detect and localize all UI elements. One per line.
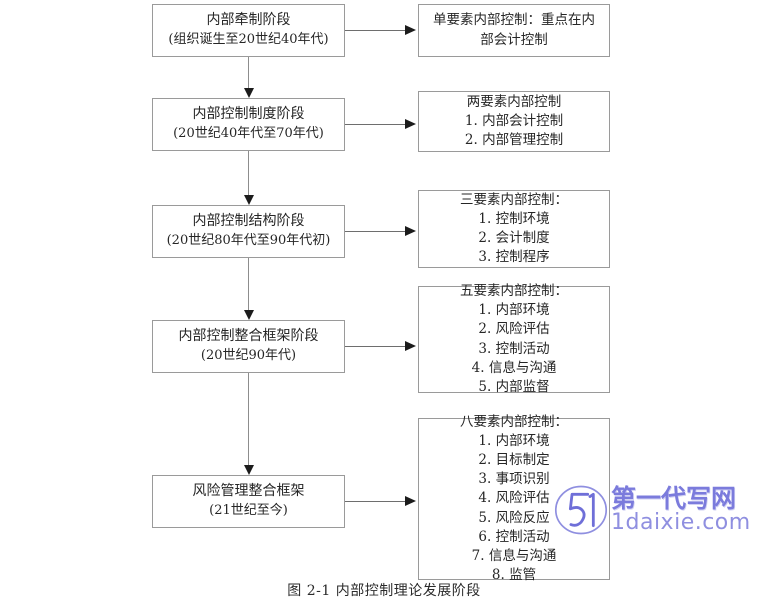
detail-3-line-3: 3. 控制程序 [478, 249, 550, 266]
detail-1-line-2: 部会计控制 [480, 31, 548, 48]
connector-stage1-stage2 [248, 57, 249, 90]
detail-2-heading: 两要素内部控制 [466, 93, 562, 110]
detail-4-heading: 五要素内部控制： [460, 283, 568, 300]
arrow-right-detail5 [405, 496, 416, 506]
stage-box-5[interactable]: 风险管理整合框架 (21世纪至今) [152, 475, 345, 528]
stage-box-4[interactable]: 内部控制整合框架阶段 (20世纪90年代) [152, 320, 345, 373]
arrow-down-stage3 [244, 195, 254, 205]
detail-box-4[interactable]: 五要素内部控制： 1. 内部环境 2. 风险评估 3. 控制活动 4. 信息与沟… [418, 283, 610, 395]
connector-stage2-detail2 [345, 124, 407, 125]
detail-4-list: 1. 内部环境 2. 风险评估 3. 控制活动 4. 信息与沟通 5. 内部监督 [472, 301, 557, 397]
stage-4-period: (20世纪90年代) [200, 348, 297, 364]
stage-box-1[interactable]: 内部牵制阶段 (组织诞生至20世纪40年代) [152, 4, 345, 57]
arrow-right-detail1 [405, 25, 416, 35]
arrow-right-detail4 [405, 341, 416, 351]
stage-5-period: (21世纪至今) [209, 503, 288, 519]
detail-5-line-5: 5. 风险反应 [478, 509, 550, 526]
detail-2-list: 1. 内部会计控制 2. 内部管理控制 [465, 112, 563, 150]
connector-stage1-detail1 [345, 30, 407, 31]
detail-3-line-2: 2. 会计制度 [478, 230, 550, 246]
detail-2-line-1: 1. 内部会计控制 [464, 112, 564, 129]
stage-2-period: (20世纪40年代至70年代) [173, 126, 324, 142]
connector-stage3-stage4 [248, 257, 249, 312]
detail-5-line-6: 6. 控制活动 [478, 528, 550, 545]
watermark-text: 第一代写网 1daixie.com [611, 486, 751, 535]
arrow-down-stage5 [244, 465, 254, 475]
stage-1-title: 内部牵制阶段 [206, 12, 291, 29]
connector-stage2-stage3 [248, 150, 249, 197]
detail-1-line-1: 单要素内部控制：重点在内 [433, 12, 595, 29]
connector-stage3-detail3 [345, 231, 407, 232]
detail-3-list: 1. 控制环境 2. 会计制度 3. 控制程序 [478, 210, 549, 267]
figure-caption: 图 2-1 内部控制理论发展阶段 [287, 583, 481, 599]
connector-stage4-stage5 [248, 372, 249, 467]
stage-5-title: 风险管理整合框架 [192, 483, 305, 500]
detail-1-list: 单要素内部控制：重点在内 部会计控制 [433, 11, 595, 49]
detail-4-line-5: 5. 内部监督 [478, 378, 550, 395]
connector-stage4-detail4 [345, 346, 407, 347]
detail-5-line-8: 8. 监管 [491, 567, 537, 584]
detail-5-line-3: 3. 事项识别 [478, 471, 550, 488]
detail-5-heading: 八要素内部控制： [460, 413, 568, 430]
stage-box-2[interactable]: 内部控制制度阶段 (20世纪40年代至70年代) [152, 98, 345, 151]
detail-box-3[interactable]: 三要素内部控制： 1. 控制环境 2. 会计制度 3. 控制程序 [418, 190, 610, 268]
arrow-right-detail2 [405, 119, 416, 129]
stage-3-title: 内部控制结构阶段 [192, 213, 305, 230]
detail-box-1[interactable]: 单要素内部控制：重点在内 部会计控制 [418, 4, 610, 57]
detail-3-line-1: 1. 控制环境 [478, 210, 550, 227]
detail-5-line-2: 2. 目标制定 [478, 452, 550, 469]
stage-1-period: (组织诞生至20世纪40年代) [168, 32, 329, 48]
detail-5-line-1: 1. 内部环境 [478, 432, 550, 449]
stage-3-period: (20世纪80年代至90年代初) [166, 233, 331, 249]
detail-4-line-3: 3. 控制活动 [478, 340, 550, 357]
detail-5-line-4: 4. 风险评估 [478, 490, 550, 507]
stage-4-title: 内部控制整合框架阶段 [178, 328, 319, 345]
stage-2-title: 内部控制制度阶段 [192, 106, 305, 123]
watermark-brand: 第一代写网 [611, 483, 737, 513]
detail-4-line-1: 1. 内部环境 [478, 302, 550, 319]
arrow-down-stage4 [244, 310, 254, 320]
detail-5-line-7: 7. 信息与沟通 [471, 547, 557, 564]
detail-5-list: 1. 内部环境 2. 目标制定 3. 事项识别 4. 风险评估 5. 风险反应 … [472, 432, 557, 585]
stage-box-3[interactable]: 内部控制结构阶段 (20世纪80年代至90年代初) [152, 205, 345, 258]
connector-stage5-detail5 [345, 501, 407, 502]
detail-box-5[interactable]: 八要素内部控制： 1. 内部环境 2. 目标制定 3. 事项识别 4. 风险评估… [418, 414, 610, 583]
arrow-down-stage2 [244, 88, 254, 98]
detail-4-line-2: 2. 风险评估 [478, 321, 550, 338]
detail-3-heading: 三要素内部控制： [460, 191, 568, 208]
detail-box-2[interactable]: 两要素内部控制 1. 内部会计控制 2. 内部管理控制 [418, 91, 610, 152]
watermark-url: 1daixie.com [611, 510, 751, 536]
detail-2-line-2: 2. 内部管理控制 [464, 132, 564, 149]
detail-4-line-4: 4. 信息与沟通 [471, 359, 557, 376]
arrow-right-detail3 [405, 226, 416, 236]
